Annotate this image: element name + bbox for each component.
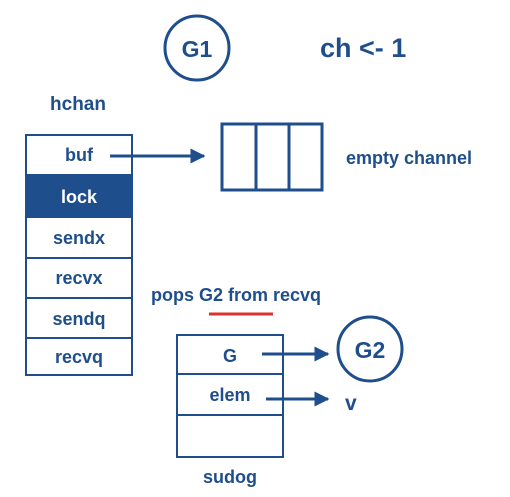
hchan-field-recvq: recvq bbox=[55, 347, 103, 367]
goroutine-g2-label: G2 bbox=[355, 337, 386, 363]
goroutine-g1: G1 bbox=[163, 14, 231, 82]
hchan-outline bbox=[25, 134, 133, 376]
buffer-label: empty channel bbox=[346, 148, 472, 168]
operation-label: ch <- 1 bbox=[320, 33, 406, 63]
hchan-title: hchan bbox=[50, 94, 106, 115]
goroutine-g1-label: G1 bbox=[182, 36, 213, 62]
hchan-field-sendq: sendq bbox=[52, 309, 105, 329]
sudog-field-elem: elem bbox=[209, 385, 250, 405]
sudog-struct: G elem sudog bbox=[176, 334, 284, 487]
sudog-outline bbox=[176, 334, 284, 458]
goroutine-g1-circle bbox=[163, 14, 231, 82]
value-label: v bbox=[345, 392, 357, 415]
goroutine-g2-circle bbox=[336, 315, 404, 383]
hchan-field-buf: buf bbox=[65, 145, 94, 165]
buffer-outline bbox=[220, 122, 324, 192]
hchan-field-lock: lock bbox=[61, 187, 98, 207]
hchan-field-recvx: recvx bbox=[55, 268, 102, 288]
buffer bbox=[220, 122, 324, 192]
sudog-field-g: G bbox=[223, 346, 237, 366]
sudog-title: sudog bbox=[203, 467, 257, 487]
hchan-field-sendx: sendx bbox=[53, 228, 105, 248]
hchan-struct: hchan buf lock sendx recvx sendq recvq bbox=[25, 94, 133, 376]
goroutine-g2: G2 bbox=[336, 315, 404, 383]
hchan-lock-fill bbox=[25, 174, 133, 218]
caption: pops G2 from recvq bbox=[151, 285, 321, 305]
